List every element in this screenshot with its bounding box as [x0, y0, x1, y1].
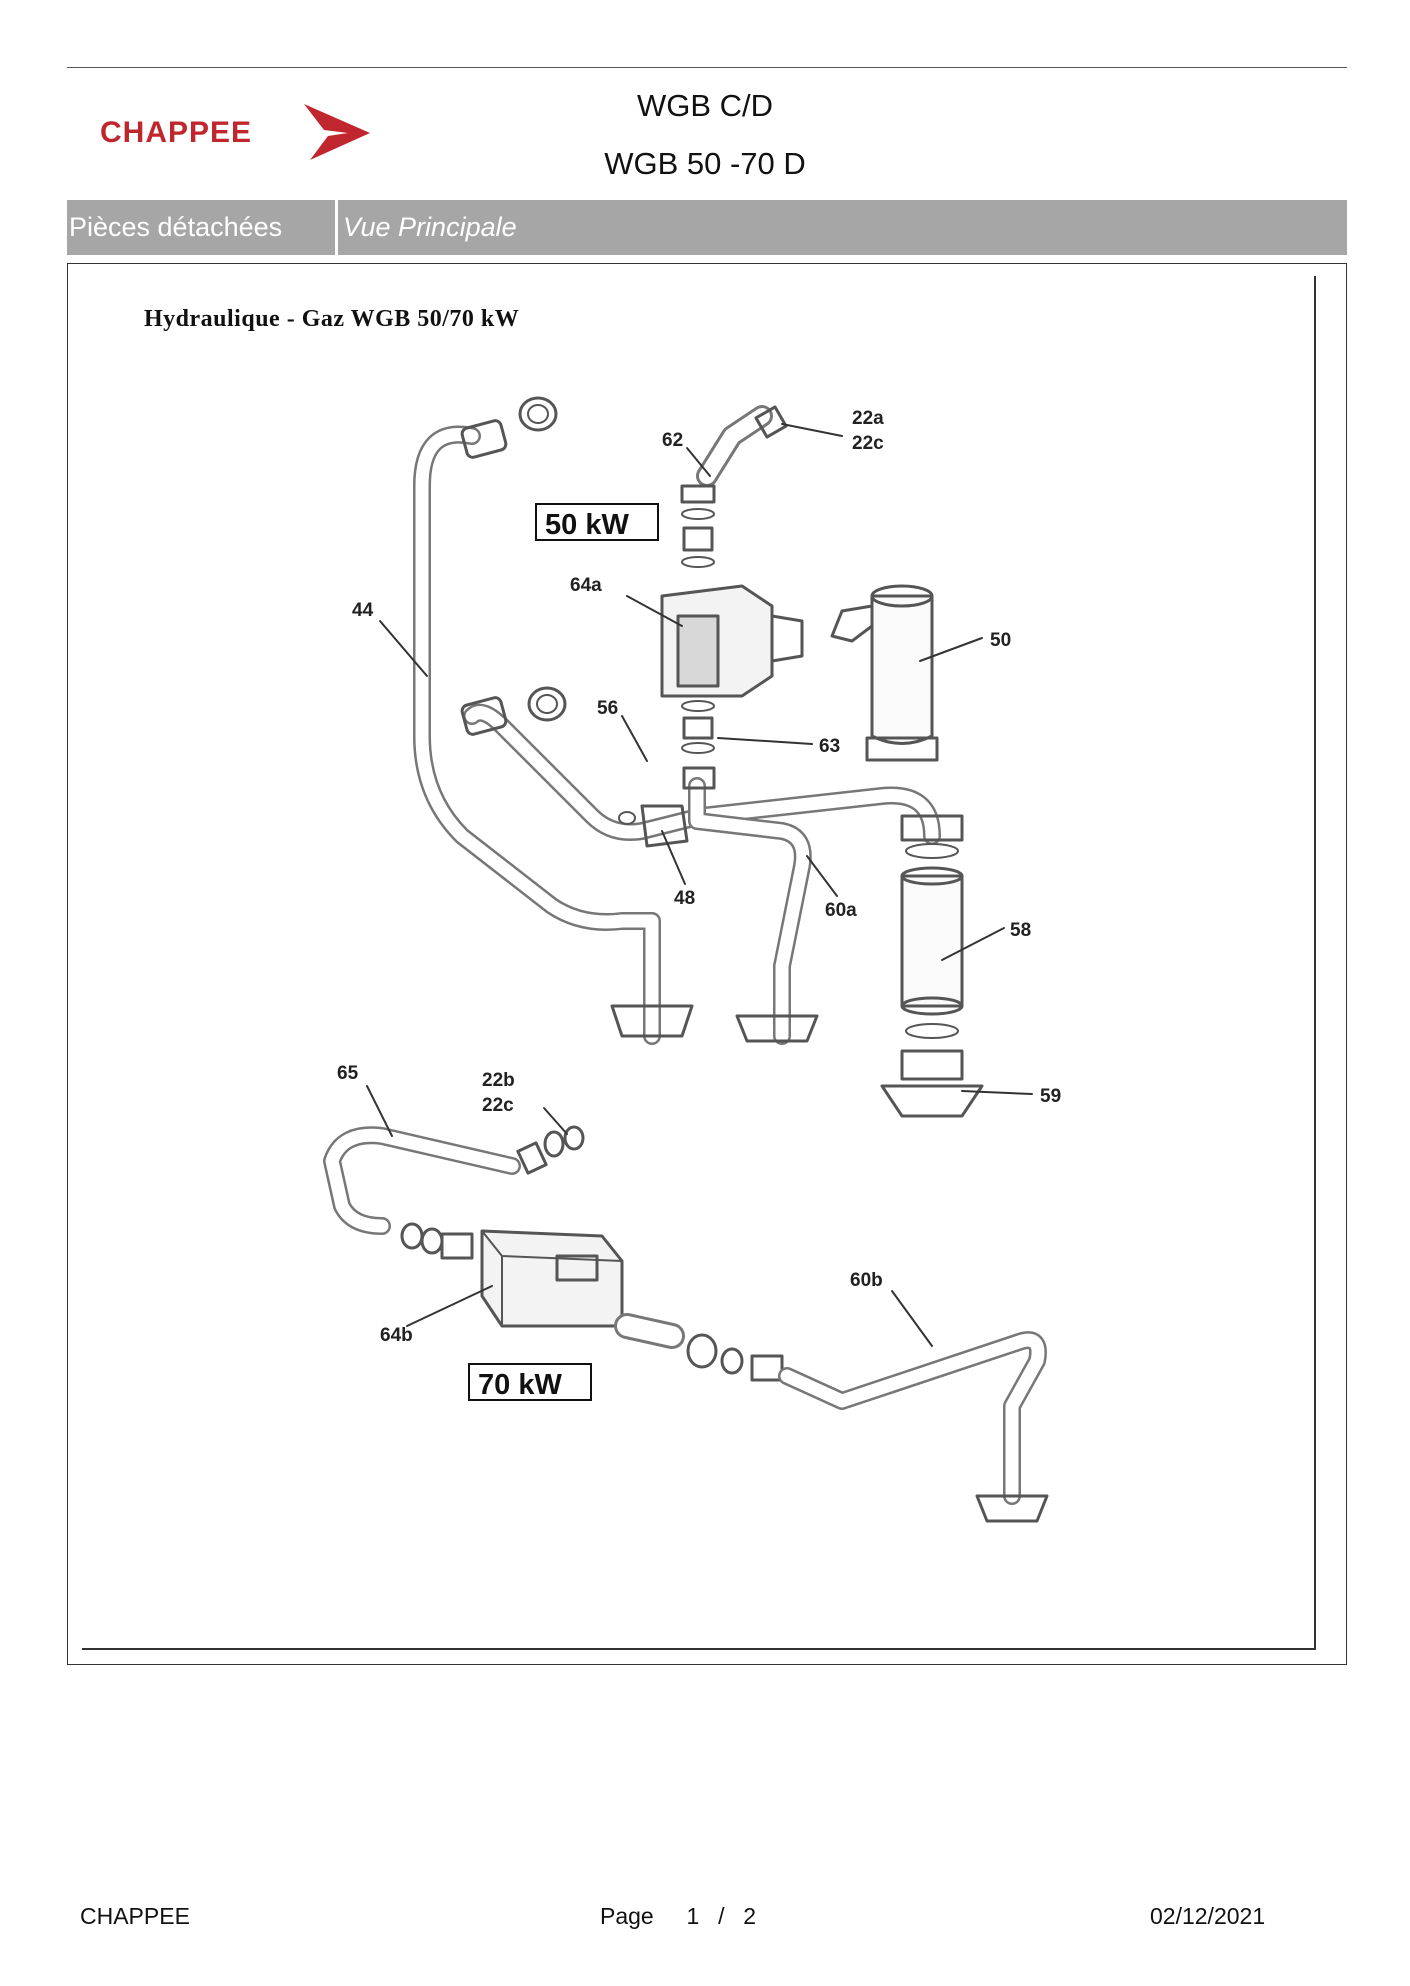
- tube-58: [900, 874, 964, 1008]
- section-bar: Pièces détachées Vue Principale: [67, 200, 1347, 255]
- footer-pagination: Page 1 / 2: [600, 1903, 756, 1930]
- label-59: 59: [1040, 1086, 1061, 1107]
- label-22a: 22a: [852, 408, 884, 429]
- badge-50kw: 50 kW: [545, 509, 629, 541]
- badge-50kw-box: [535, 503, 659, 541]
- label-60b: 60b: [850, 1270, 883, 1291]
- label-64a: 64a: [570, 575, 602, 596]
- view-label: Vue Principale: [343, 212, 517, 242]
- badge-70kw: 70 kW: [478, 1369, 562, 1401]
- top-rule: [67, 67, 1347, 68]
- page-total: 2: [743, 1903, 757, 1929]
- exploded-parts-diagram: 22a 22c 62 64a 44 50 56 63 48 60a 58 59 …: [323, 396, 1061, 1523]
- fitting-50: [870, 594, 934, 745]
- diagram-inner-frame: Hydraulique - Gaz WGB 50/70 kW: [82, 276, 1316, 1650]
- bar-divider: [335, 200, 338, 255]
- document-subtitle: WGB 50 -70 D: [604, 146, 806, 181]
- page-current: 1: [686, 1903, 700, 1929]
- badge-70kw-box: [468, 1363, 592, 1401]
- section-label: Pièces détachées: [69, 212, 283, 242]
- document-title: WGB C/D: [636, 88, 774, 123]
- label-63: 63: [819, 736, 840, 757]
- chappee-logo: CHAPPEE: [100, 100, 370, 170]
- diagram-frame: Hydraulique - Gaz WGB 50/70 kW: [67, 263, 1347, 1665]
- diagram-title: Hydraulique - Gaz WGB 50/70 kW: [144, 306, 520, 332]
- label-60a: 60a: [825, 900, 857, 921]
- label-22c-mid: 22c: [482, 1095, 514, 1116]
- page-label: Page: [600, 1903, 654, 1929]
- label-56: 56: [597, 698, 618, 719]
- label-22c-top: 22c: [852, 433, 884, 454]
- label-62: 62: [662, 430, 683, 451]
- footer-brand: CHAPPEE: [80, 1903, 190, 1929]
- logo-wordmark: CHAPPEE: [100, 116, 253, 149]
- label-44: 44: [352, 600, 374, 621]
- label-64b: 64b: [380, 1325, 413, 1346]
- page-separator: /: [718, 1903, 725, 1929]
- label-22b: 22b: [482, 1070, 515, 1091]
- label-50: 50: [990, 630, 1011, 651]
- label-58: 58: [1010, 920, 1031, 941]
- label-48: 48: [674, 888, 695, 909]
- chevron-logo-icon: [304, 104, 370, 160]
- footer-date: 02/12/2021: [1150, 1903, 1266, 1929]
- label-65: 65: [337, 1063, 359, 1084]
